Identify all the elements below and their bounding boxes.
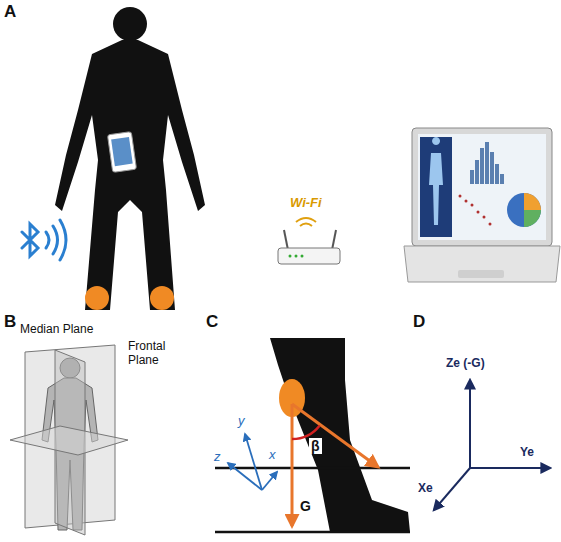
laptop <box>404 128 560 282</box>
ze-axis <box>469 380 471 468</box>
gravity-arrow <box>291 404 294 526</box>
dot <box>489 223 492 226</box>
transverse-plane <box>10 426 128 455</box>
laptop-base <box>404 246 560 282</box>
ground-line <box>215 531 410 534</box>
bar <box>490 152 494 184</box>
axis-label: y <box>238 414 245 429</box>
screen-panel <box>420 137 452 237</box>
axis-label: x <box>269 448 276 463</box>
bluetooth-rune <box>22 224 38 256</box>
signal-wave <box>46 232 49 248</box>
y-axis <box>245 434 262 490</box>
phone <box>107 132 136 173</box>
z-axis <box>228 463 262 490</box>
earth-axes <box>434 380 550 510</box>
knee-sensor <box>85 286 109 310</box>
axis-label: z <box>214 450 221 465</box>
head <box>113 7 147 41</box>
angle-label: β <box>309 438 322 454</box>
bar <box>495 164 499 184</box>
histogram <box>470 142 504 184</box>
ye-axis <box>470 467 550 469</box>
router-body <box>278 248 340 264</box>
angle-arc <box>292 425 320 439</box>
xe-axis <box>434 468 470 510</box>
dot <box>471 204 474 207</box>
phone-screen <box>111 137 133 166</box>
leg-silhouette <box>270 338 410 532</box>
bar <box>485 142 489 184</box>
dot <box>459 195 462 198</box>
wifi-wave <box>296 218 316 222</box>
anatomical-planes <box>10 345 128 535</box>
dot <box>465 200 468 203</box>
ground-line <box>215 467 410 470</box>
pie-base <box>507 193 541 227</box>
body-figure <box>429 137 443 225</box>
bar <box>500 174 504 184</box>
pie-slice <box>524 193 541 210</box>
bluetooth-icon <box>22 220 66 260</box>
antenna <box>332 230 336 250</box>
wifi-wave <box>300 224 312 227</box>
router <box>278 218 340 264</box>
signal-wave <box>60 220 66 260</box>
touchpad <box>458 270 504 278</box>
signal-wave <box>53 226 58 254</box>
antenna <box>284 230 288 250</box>
led <box>295 255 298 258</box>
led <box>301 255 304 258</box>
knee-sensor <box>150 286 174 310</box>
bar <box>480 148 484 184</box>
phone-body <box>107 132 136 173</box>
axis-label: Xe <box>418 482 433 496</box>
led <box>289 255 292 258</box>
panel-letter: D <box>413 312 425 332</box>
dot <box>483 216 486 219</box>
axis-label: Ye <box>520 446 534 460</box>
tibia-arrow <box>292 404 378 467</box>
leg-illustration <box>215 338 410 532</box>
wifi-label: Wi-Fi <box>290 196 322 211</box>
scatter-plot <box>459 195 492 226</box>
panel-letter: B <box>4 312 16 332</box>
laptop-screen <box>418 134 546 240</box>
torso-and-limbs <box>55 40 205 310</box>
dot <box>477 211 480 214</box>
panel-letter: A <box>4 2 16 22</box>
gravity-label: G <box>298 498 313 514</box>
body-silhouette <box>55 7 205 310</box>
plane-label: Frontal Plane <box>128 340 176 368</box>
pie-chart <box>507 193 541 227</box>
plane-label: Median Plane <box>20 323 93 337</box>
bar <box>475 160 479 184</box>
bar <box>470 170 474 184</box>
axis-label: Ze (-G) <box>446 357 485 371</box>
sensor-axes <box>228 434 277 490</box>
laptop-lid <box>412 128 552 246</box>
x-axis <box>262 472 277 490</box>
pie-slice <box>524 210 541 227</box>
panel-letter: C <box>206 312 218 332</box>
